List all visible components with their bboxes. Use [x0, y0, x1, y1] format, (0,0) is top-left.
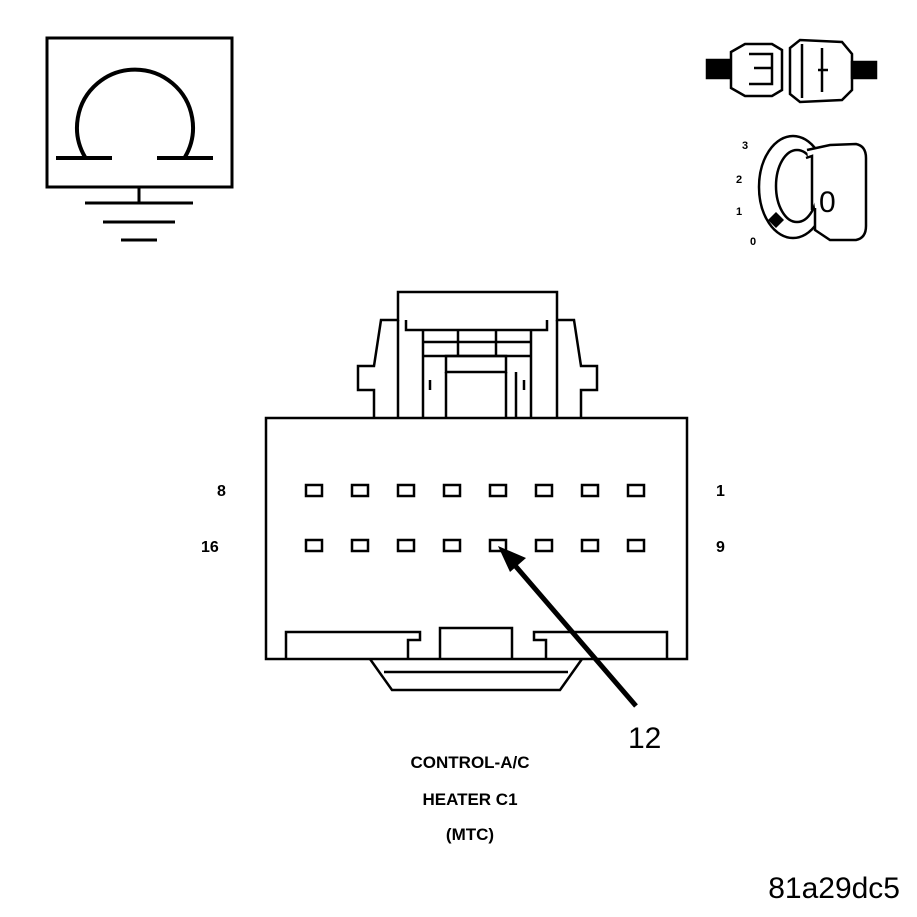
caption-line-2: HEATER C1 — [422, 790, 517, 809]
pin-cavity-6 — [396, 483, 416, 498]
ignition-position-0: 0 — [750, 236, 756, 248]
pin-label-bottom-right: 9 — [716, 539, 725, 556]
ignition-position-1: 1 — [736, 206, 742, 218]
pin-cavity-7 — [350, 483, 370, 498]
pin-cavity-12 — [488, 538, 508, 553]
pin-cavity-2 — [580, 483, 600, 498]
pin-cavity-8 — [304, 483, 324, 498]
ignition-key-off-icon: 3 2 1 0 0 — [736, 134, 868, 248]
pin-cavity-5 — [442, 483, 462, 498]
caption-line-1: CONTROL-A/C — [411, 753, 530, 772]
ohmmeter-ground-icon — [45, 36, 234, 242]
pin-cavity-11 — [534, 538, 554, 553]
pin-label-bottom-left: 16 — [201, 539, 219, 556]
connector-c1 — [264, 290, 689, 692]
key-glyph: 0 — [819, 186, 836, 219]
pin-cavity-1 — [626, 483, 646, 498]
pin-label-top-left: 8 — [217, 483, 226, 500]
figure-id: 81a29dc5 — [768, 872, 900, 905]
disconnect-connector-icon — [705, 38, 878, 104]
pin-cavity-16 — [304, 538, 324, 553]
pin-label-top-right: 1 — [716, 483, 725, 500]
pin-cavity-15 — [350, 538, 370, 553]
ignition-position-3: 3 — [742, 140, 748, 152]
caption-line-3: (MTC) — [446, 825, 494, 844]
ignition-position-2: 2 — [736, 174, 742, 186]
pin-cavity-13 — [442, 538, 462, 553]
pin-cavity-4 — [488, 483, 508, 498]
pin-cavity-10 — [580, 538, 600, 553]
callout-label: 12 — [628, 722, 661, 755]
callout-arrow — [498, 546, 638, 708]
pin-cavity-14 — [396, 538, 416, 553]
pin-cavity-9 — [626, 538, 646, 553]
pin-cavities — [304, 483, 646, 553]
pin-cavity-3 — [534, 483, 554, 498]
